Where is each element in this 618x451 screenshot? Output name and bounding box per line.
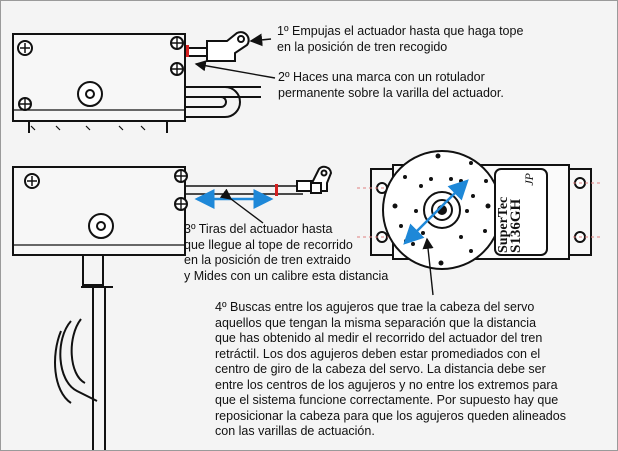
annotation-step-3: 3º Tiras del actuador hasta que llegue a…	[184, 222, 389, 283]
annotation-step-4: 4º Buscas entre los agujeros que trae la…	[215, 300, 566, 438]
annotation-step-1: 1º Empujas el actuador hasta que haga to…	[277, 24, 524, 54]
red-mark	[275, 184, 278, 196]
servo-label: SuperTec S136GH JP	[496, 173, 536, 253]
pointer-arrow	[194, 60, 276, 79]
retract-unit-retracted	[12, 31, 261, 133]
servo-suffix-text: JP	[522, 173, 536, 186]
servo-label-plate	[494, 168, 548, 256]
retract-body	[12, 33, 186, 122]
servo-top-view	[357, 150, 603, 270]
annotation-step-2: 2º Haces una marca con un rotulador perm…	[278, 70, 504, 100]
pointer-arrow	[422, 237, 434, 296]
retract-body	[12, 166, 186, 256]
retract-unit-extended	[12, 165, 333, 450]
pointer-arrow	[219, 188, 264, 224]
horn-measure-arrow	[403, 179, 469, 245]
pointer-arrow	[249, 33, 272, 47]
red-mark	[186, 45, 189, 57]
